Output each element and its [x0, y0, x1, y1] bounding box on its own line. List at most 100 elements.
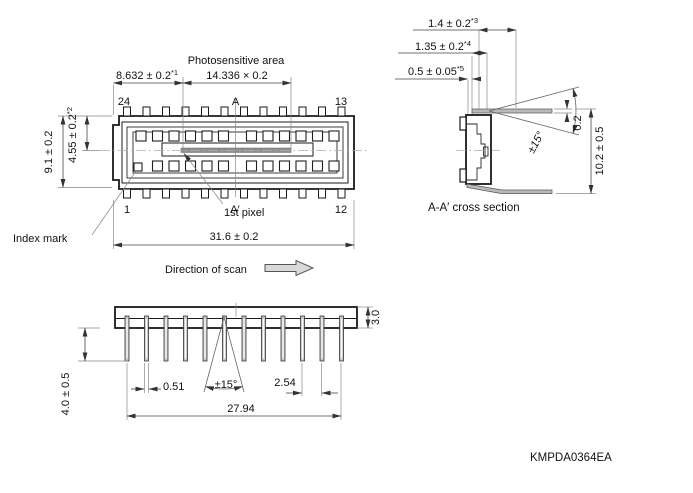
lead — [201, 188, 209, 199]
dim-first-pixel-offset: 8.632 ± 0.2*1 — [116, 68, 178, 82]
lead — [123, 106, 131, 117]
bond-pad — [151, 130, 164, 142]
lead — [162, 106, 170, 117]
dim-d1: 1.4 ± 0.2*3 — [428, 16, 478, 30]
bond-pads-top-row — [135, 130, 340, 142]
lead — [259, 188, 268, 199]
pin-label-24: 24 — [118, 96, 130, 108]
lead — [279, 188, 287, 199]
bond-pad — [151, 160, 164, 172]
dim-splay-tolerance: ±15° — [215, 379, 238, 391]
dim-lead-thickness: 0.2 — [572, 115, 584, 130]
dim-photosensitive-size: 14.336 × 0.2 — [206, 70, 267, 82]
bond-pad — [168, 130, 180, 142]
cross-section-title: A-A′ cross section — [428, 202, 520, 214]
side-view: ±15° 3.0 4.0 ± 0.5 0.51 2.54 27.94 — [60, 303, 382, 420]
lead — [181, 188, 190, 199]
index-mark-leader — [91, 170, 137, 236]
scan-direction-arrow-icon — [264, 259, 315, 277]
bond-pad — [168, 160, 180, 172]
dim-lead-width: 0.51 — [163, 381, 184, 393]
lead — [181, 106, 190, 117]
index-mark-pad — [133, 162, 143, 172]
lead — [240, 106, 248, 117]
cross-section-body — [465, 114, 492, 185]
lead — [298, 106, 307, 117]
leads-bottom-edge — [123, 188, 346, 199]
dim-lead-length: 4.0 ± 0.5 — [60, 373, 72, 416]
cross-section-tab-bottom — [459, 168, 467, 183]
fan-line — [488, 86, 580, 112]
bond-pad — [201, 130, 213, 142]
sensor-chip — [161, 142, 314, 157]
package-cavity — [132, 131, 338, 174]
lead — [337, 106, 346, 117]
dim-lead-pitch: 2.54 — [274, 377, 295, 389]
bond-pad — [295, 130, 307, 142]
pin-label-1: 1 — [124, 204, 130, 216]
dim-center-offset: 4.55 ± 0.2*2 — [65, 107, 79, 163]
bond-pad — [245, 130, 258, 142]
side-view-leads — [124, 315, 344, 362]
lead — [201, 106, 209, 117]
lead — [318, 188, 326, 199]
cross-section-lead-bottom — [466, 183, 553, 194]
bond-pad — [201, 160, 213, 172]
lead — [220, 188, 229, 199]
bond-pad — [311, 160, 324, 172]
dim-body-height: 9.1 ± 0.2 — [43, 131, 55, 174]
lead — [142, 106, 151, 117]
dim-lead-span: 27.94 — [227, 403, 255, 415]
drawing-number: KMPDA0364EA — [530, 452, 612, 464]
section-label-a-prime: A′ — [230, 204, 239, 216]
dim-bend-tolerance: ±15° — [526, 129, 548, 155]
first-pixel-leader — [183, 153, 224, 205]
lead — [162, 188, 170, 199]
bond-pad — [278, 160, 291, 172]
dim-body-width: 31.6 ± 0.2 — [210, 231, 259, 243]
lead — [142, 188, 151, 199]
bond-pad — [278, 130, 291, 142]
bond-pad — [262, 130, 274, 142]
package-inner-frame-2 — [126, 126, 344, 179]
lead — [318, 106, 326, 117]
package-inner-frame-1 — [121, 121, 349, 184]
photosensitive-area-title: Photosensitive area — [188, 55, 285, 67]
bond-pad — [262, 160, 274, 172]
index-mark-label: Index mark — [13, 233, 68, 245]
bond-pad — [217, 130, 230, 142]
bond-pad — [295, 160, 307, 172]
bond-pad — [311, 130, 324, 142]
cross-section-center-tab — [483, 146, 489, 157]
dim-d2: 1.35 ± 0.2*4 — [415, 39, 471, 53]
lead — [240, 188, 248, 199]
leads-top-edge — [123, 106, 346, 117]
fan-arc — [572, 88, 578, 134]
bond-pad — [328, 130, 340, 142]
fan-line — [203, 316, 225, 393]
dim-body-thickness: 3.0 — [370, 310, 382, 325]
pin-label-13: 13 — [335, 96, 347, 108]
cross-section-tab-top — [459, 116, 467, 131]
cross-section-view: 1.4 ± 0.2*3 1.35 ± 0.2*4 0.5 ± 0.05*5 ±1… — [395, 16, 606, 214]
section-label-a: A — [232, 96, 240, 108]
top-view: Photosensitive area 8.632 ± 0.2*1 14.336… — [13, 55, 368, 277]
bond-pads-bottom-row — [151, 160, 340, 172]
lead — [220, 106, 229, 117]
bond-pad — [184, 130, 197, 142]
fan-line — [223, 316, 245, 393]
pin-label-12: 12 — [335, 204, 347, 216]
scan-direction-label: Direction of scan — [165, 264, 247, 276]
bond-pad — [135, 130, 147, 142]
dim-total-height: 10.2 ± 0.5 — [594, 127, 606, 176]
lead — [259, 106, 268, 117]
cross-section-inner-steps — [466, 123, 486, 181]
lead — [279, 106, 287, 117]
cross-section-lead-top — [471, 108, 553, 114]
fan-arc — [204, 386, 244, 392]
bond-pad — [217, 160, 230, 172]
dim-d3: 0.5 ± 0.05*5 — [408, 64, 464, 78]
lead — [123, 188, 131, 199]
